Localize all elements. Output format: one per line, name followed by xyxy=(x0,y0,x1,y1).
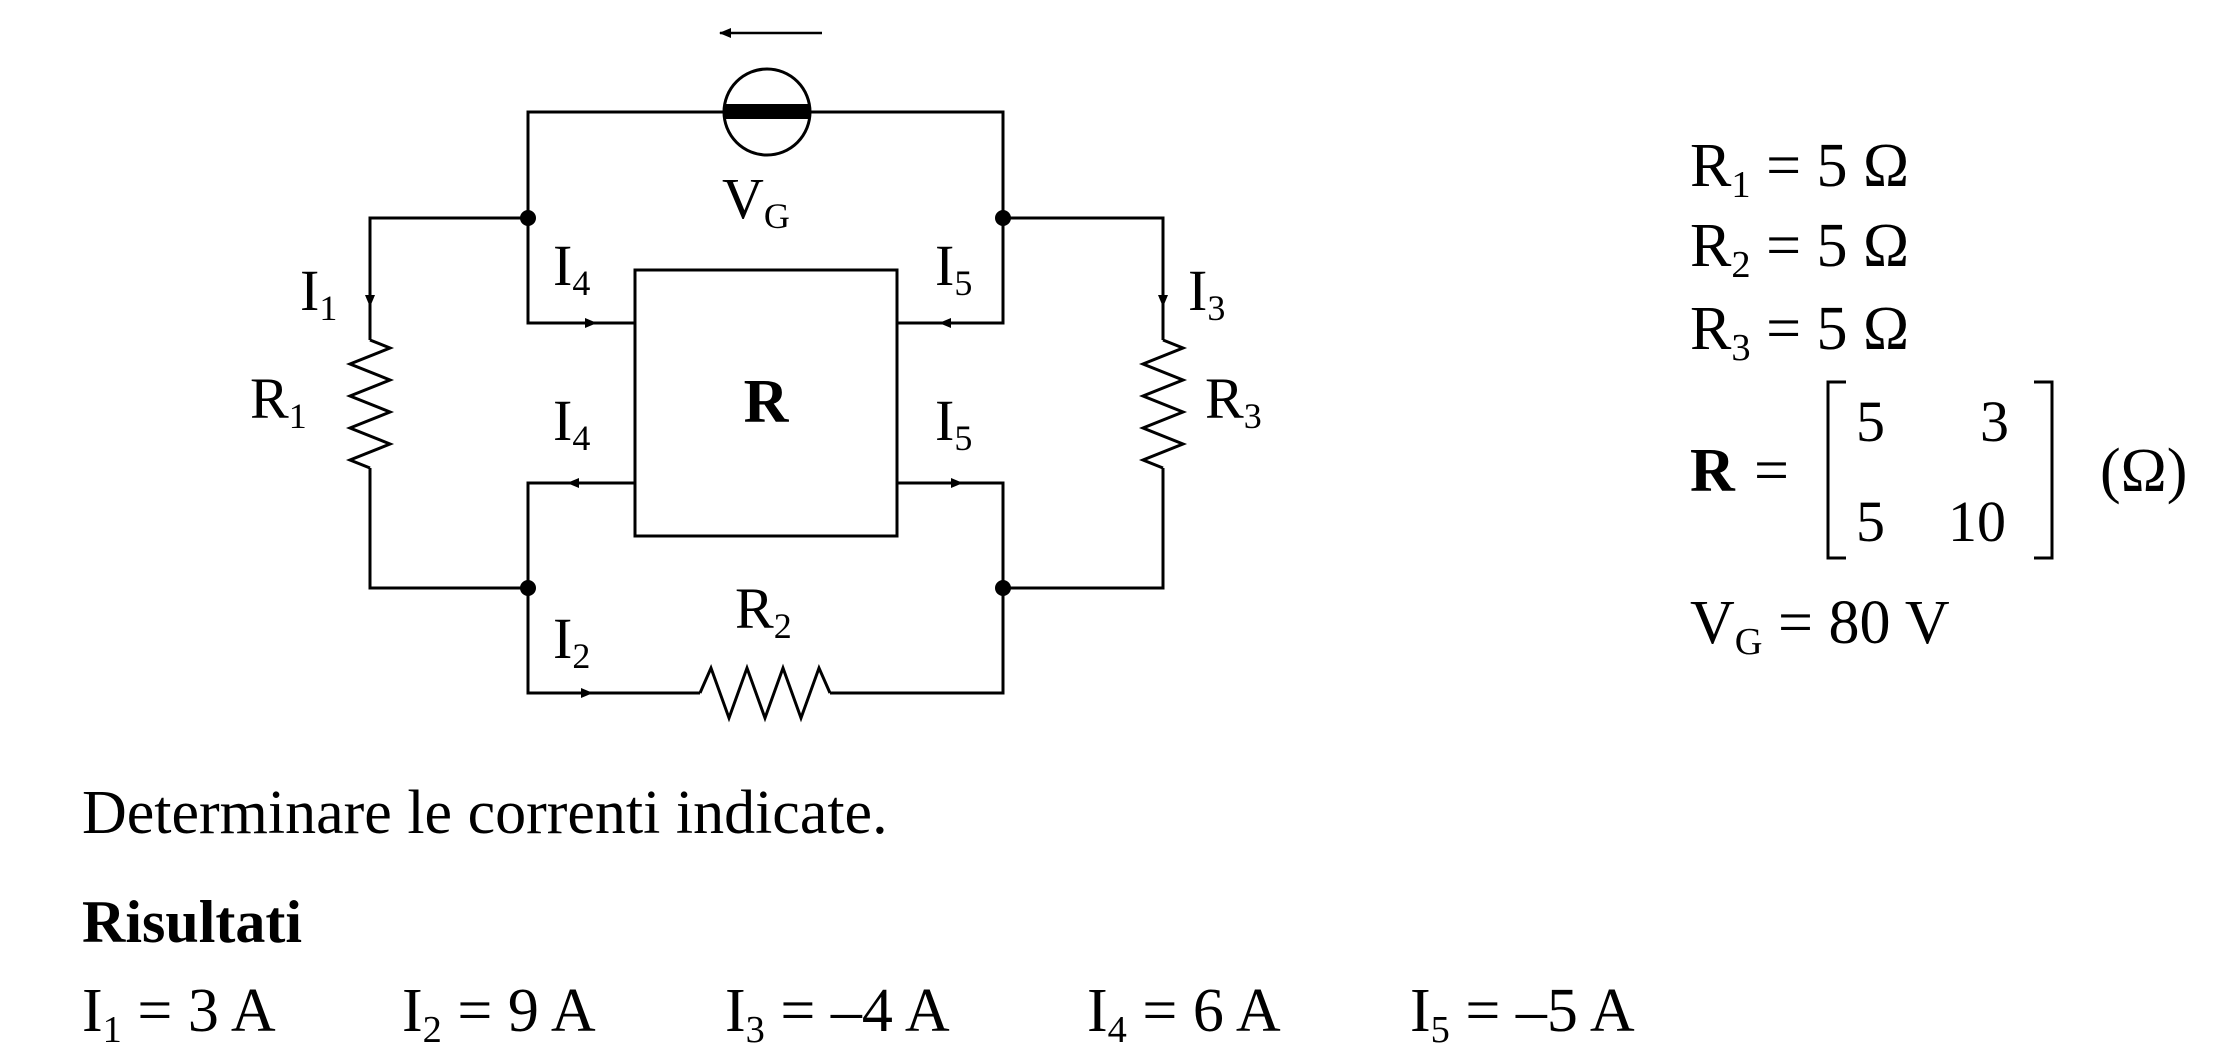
top-wire xyxy=(526,110,1005,218)
resistor-r1 xyxy=(345,338,395,470)
matrix-symbol: R xyxy=(1690,437,1735,505)
circuit-diagram: VG I1 I3 I4 I5 I4 I5 R1 R3 R2 I2 R xyxy=(250,28,1262,723)
port1-top-wire xyxy=(526,218,635,325)
label-i5-top: I5 xyxy=(935,233,972,303)
label-r1: R1 xyxy=(250,366,307,436)
two-port-box xyxy=(633,268,899,538)
port1-bottom-wire xyxy=(526,481,635,588)
voltage-generator xyxy=(722,67,812,157)
results-title: Risultati xyxy=(82,889,303,955)
question-text: Determinare le correnti indicate. xyxy=(82,779,888,847)
result-i1: I1 = 3 A xyxy=(82,977,276,1051)
result-i5: I5 = –5 A xyxy=(1410,977,1635,1051)
diagram-labels: VG I1 I3 I4 I5 I4 I5 R1 R3 R2 I2 R xyxy=(250,166,1262,676)
current-arrows xyxy=(365,274,1168,698)
bottom-branch-wire xyxy=(526,588,1005,695)
matrix-cell-22: 10 xyxy=(1948,489,2006,554)
node-top-right xyxy=(995,210,1011,226)
matrix-cell-21: 5 xyxy=(1856,489,1885,554)
label-i4-top: I4 xyxy=(553,233,590,303)
two-port-label: R xyxy=(744,368,790,436)
label-i4-bottom: I4 xyxy=(553,388,590,458)
label-i5-bottom: I5 xyxy=(935,388,972,458)
given-r2: R2 = 5 Ω xyxy=(1690,212,1910,286)
label-r2: R2 xyxy=(735,576,792,646)
node-bottom-right xyxy=(995,580,1011,596)
matrix-equals: = xyxy=(1754,437,1789,505)
node-bottom-left xyxy=(520,580,536,596)
result-i4: I4 = 6 A xyxy=(1087,977,1281,1051)
label-vg: VG xyxy=(722,166,790,236)
port2-top-wire xyxy=(897,218,1005,325)
resistor-r2 xyxy=(698,663,832,723)
resistor-r3 xyxy=(1138,338,1188,470)
given-vg: VG = 80 V xyxy=(1690,589,1950,663)
matrix-brackets xyxy=(1826,380,2054,560)
given-r3: R3 = 5 Ω xyxy=(1690,295,1910,369)
left-branch-wire xyxy=(368,216,528,590)
label-i2: I2 xyxy=(553,606,590,676)
matrix-cell-11: 5 xyxy=(1856,389,1885,454)
label-i3: I3 xyxy=(1188,258,1225,328)
matrix-cell-12: 3 xyxy=(1980,389,2009,454)
result-i3: I3 = –4 A xyxy=(725,977,950,1051)
matrix-unit: (Ω) xyxy=(2100,437,2188,505)
circuit-nodes xyxy=(520,210,1011,596)
port2-bottom-wire xyxy=(897,481,1005,588)
label-r3: R3 xyxy=(1205,366,1262,436)
result-i2: I2 = 9 A xyxy=(402,977,596,1051)
given-r1: R1 = 5 Ω xyxy=(1690,132,1910,206)
node-top-left xyxy=(520,210,536,226)
resistance-matrix: R = 5 3 5 10 (Ω) xyxy=(1690,378,2230,563)
label-i1: I1 xyxy=(300,258,337,328)
right-branch-wire xyxy=(1003,216,1165,590)
